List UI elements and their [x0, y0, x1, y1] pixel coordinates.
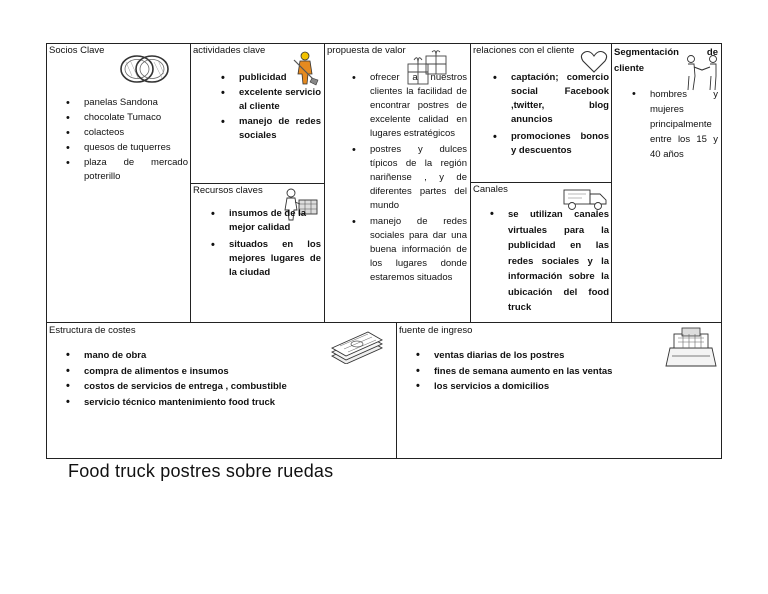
- wedding-rings-icon: [118, 52, 172, 86]
- list-item: chocolate Tumaco: [66, 111, 188, 125]
- document-title: Food truck postres sobre ruedas: [68, 461, 333, 482]
- list-item: se utilizan canales virtuales para la pu…: [490, 207, 609, 316]
- list-item: colacteos: [66, 126, 188, 140]
- list-item: ofrecer a nuestros clientes la facilidad…: [352, 71, 467, 141]
- divider-propuesta: [470, 43, 471, 323]
- list-item: ventas diarias de los postres: [416, 348, 646, 364]
- list-item: publicidad: [221, 71, 321, 85]
- relaciones-title: relaciones con el cliente: [473, 45, 574, 56]
- list-item: excelente servicio al cliente: [221, 86, 321, 114]
- costes-title: Estructura de costes: [49, 325, 136, 336]
- costes-list: mano de obra compra de alimentos e insum…: [66, 348, 366, 410]
- list-item: manejo de redes sociales para dar una bu…: [352, 215, 467, 285]
- propuesta-list: ofrecer a nuestros clientes la facilidad…: [352, 71, 467, 285]
- border-top: [46, 43, 722, 44]
- list-item: panelas Sandona: [66, 96, 188, 110]
- ingresos-list: ventas diarias de los postres fines de s…: [416, 348, 646, 395]
- divider-costes-ingresos: [396, 322, 397, 459]
- recursos-list: insumos de de la mejor calidad situados …: [211, 207, 321, 280]
- divider-actividades-recursos: [190, 183, 325, 184]
- list-item: servicio técnico mantenimiento food truc…: [66, 395, 366, 411]
- recursos-title: Recursos claves: [193, 185, 263, 196]
- divider-relaciones: [611, 43, 612, 323]
- cash-register-icon: [664, 326, 718, 370]
- actividades-list: publicidad excelente servicio al cliente…: [221, 71, 321, 143]
- socios-list: panelas Sandona chocolate Tumaco colacte…: [66, 96, 188, 184]
- divider-relaciones-canales: [470, 182, 612, 183]
- list-item: quesos de tuquerres: [66, 141, 188, 155]
- list-item: insumos de de la mejor calidad: [211, 207, 321, 235]
- border-right: [721, 43, 722, 459]
- propuesta-title: propuesta de valor: [327, 45, 406, 56]
- list-item: captación; comercio social Facebook ,twi…: [493, 71, 609, 127]
- list-item: situados en los mejores lugares de la ci…: [211, 238, 321, 280]
- list-item: plaza de mercado potrerillo: [66, 156, 188, 184]
- border-bottom: [46, 458, 722, 459]
- list-item: costos de servicios de entrega , combust…: [66, 379, 366, 395]
- list-item: promociones bonos y descuentos: [493, 130, 609, 158]
- border-mid: [46, 322, 722, 323]
- border-left: [46, 43, 47, 459]
- list-item: mano de obra: [66, 348, 366, 364]
- canales-list: se utilizan canales virtuales para la pu…: [490, 207, 609, 316]
- socios-title: Socios Clave: [49, 45, 104, 56]
- list-item: postres y dulces típicos de la región na…: [352, 143, 467, 213]
- ingresos-title: fuente de ingreso: [399, 325, 472, 336]
- list-item: manejo de redes sociales: [221, 115, 321, 143]
- list-item: los servicios a domicilios: [416, 379, 646, 395]
- actividades-title: actividades clave: [193, 45, 265, 56]
- segmentacion-list: hombres y mujeres principalmente entre l…: [632, 87, 718, 162]
- list-item: hombres y mujeres principalmente entre l…: [632, 87, 718, 162]
- list-item: compra de alimentos e insumos: [66, 364, 366, 380]
- relaciones-list: captación; comercio social Facebook ,twi…: [493, 71, 609, 158]
- canales-title: Canales: [473, 184, 508, 195]
- list-item: fines de semana aumento en las ventas: [416, 364, 646, 380]
